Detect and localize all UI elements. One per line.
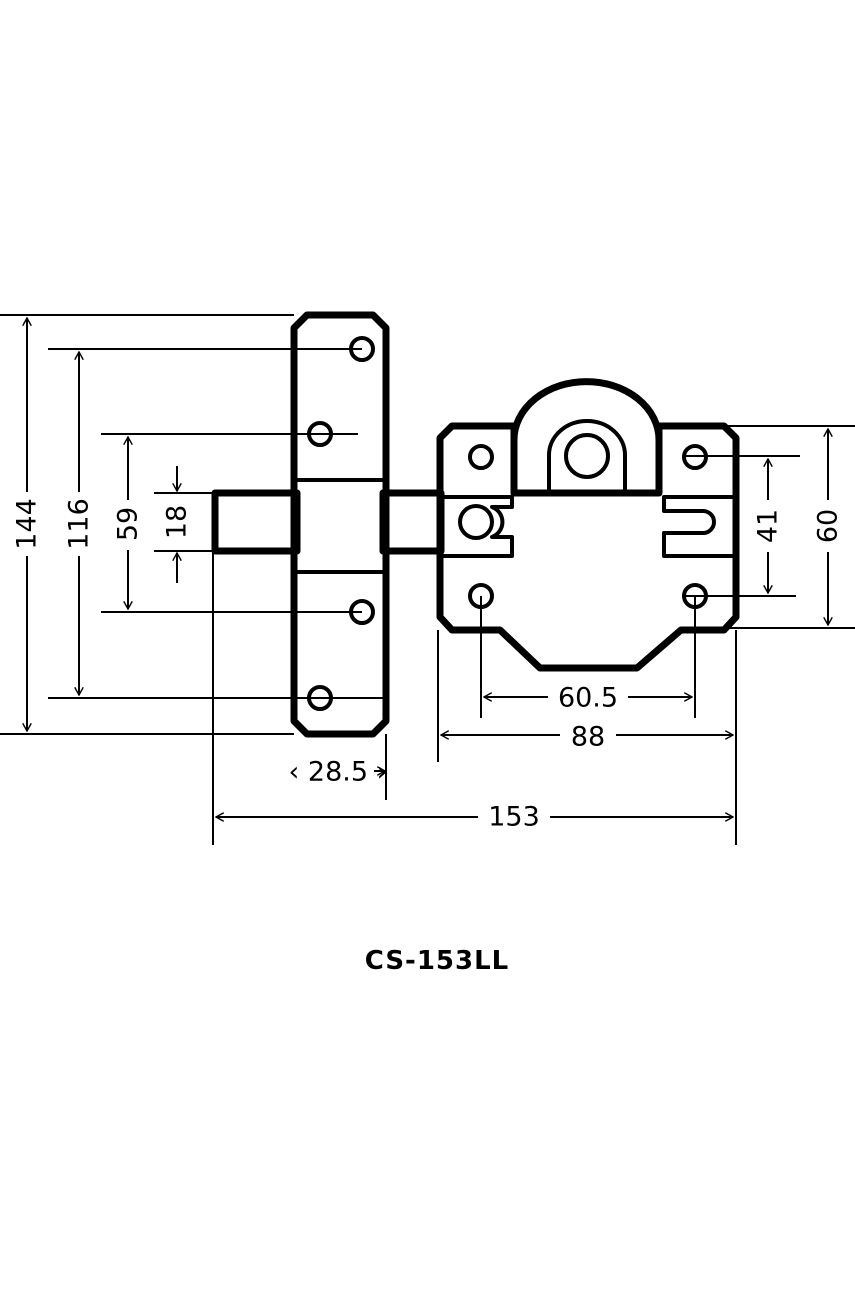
dim-label-116: 116 [64, 498, 95, 550]
dim-label-88: 88 [571, 722, 605, 753]
mounting-plate [290, 311, 390, 738]
left-bolt-guide [443, 495, 514, 558]
dim-label-153: 153 [488, 802, 540, 833]
dim-label-144: 144 [12, 498, 43, 550]
model-label: CS-153LL [365, 946, 510, 976]
dim-label-28-5: ‹ 28.5 › [289, 757, 388, 788]
bolt-bar-mid [379, 489, 445, 555]
lock-body [436, 422, 740, 672]
lock-shackle-outer [510, 378, 663, 493]
lock-hole-top-left [468, 444, 494, 470]
bolt-bar-left [211, 489, 301, 555]
left-bolt-pin-icon [458, 504, 494, 540]
extension-lines [0, 314, 855, 845]
shackle-hole [564, 433, 610, 479]
dimension-arrows [27, 318, 828, 817]
dim-label-60-5: 60.5 [558, 683, 618, 714]
lock-shackle-inner [547, 419, 627, 493]
dim-label-18: 18 [162, 505, 193, 539]
dim-label-60: 60 [813, 509, 844, 543]
dim-label-41: 41 [753, 509, 784, 543]
dim-label-59: 59 [113, 507, 144, 541]
right-bolt-guide [662, 495, 733, 558]
